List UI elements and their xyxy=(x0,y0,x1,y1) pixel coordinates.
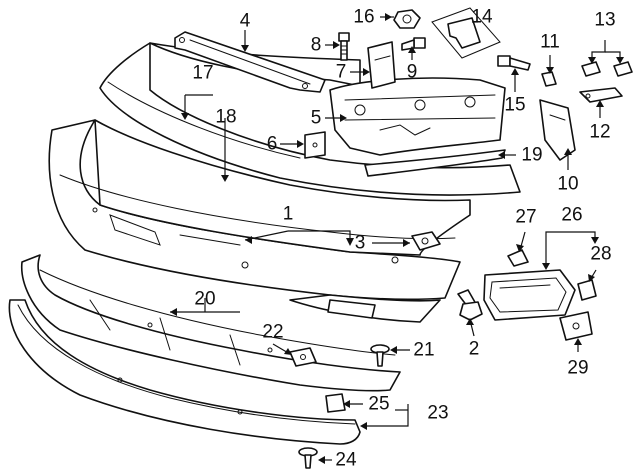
callout-22: 22 xyxy=(262,322,283,343)
callout-3: 3 xyxy=(355,233,366,254)
upper-mounting-bar[interactable] xyxy=(174,31,326,93)
bolt-13b[interactable] xyxy=(613,61,633,77)
clip-25[interactable] xyxy=(325,393,346,413)
callout-1: 1 xyxy=(283,204,294,225)
callout-6: 6 xyxy=(267,134,278,155)
callout-21: 21 xyxy=(413,340,434,361)
clip-28[interactable] xyxy=(577,279,597,301)
callout-20: 20 xyxy=(194,289,215,310)
callout-28: 28 xyxy=(590,244,611,265)
small-bracket[interactable] xyxy=(304,131,326,159)
callout-14: 14 xyxy=(471,7,493,28)
callout-8: 8 xyxy=(311,35,322,56)
fog-lamp[interactable] xyxy=(483,269,576,321)
lower-air-dam[interactable] xyxy=(8,299,361,445)
callout-26: 26 xyxy=(561,205,582,226)
callout-9: 9 xyxy=(407,62,418,83)
callout-7: 7 xyxy=(336,62,347,83)
bracket-29[interactable] xyxy=(559,311,593,341)
callout-4: 4 xyxy=(240,11,251,32)
callout-16: 16 xyxy=(353,7,374,28)
callout-25: 25 xyxy=(368,394,389,415)
retainer-3[interactable] xyxy=(411,231,441,251)
callout-24: 24 xyxy=(335,450,357,471)
bracket-7[interactable] xyxy=(367,41,396,89)
callout-19: 19 xyxy=(521,145,542,166)
callout-2: 2 xyxy=(469,339,480,360)
callout-11: 11 xyxy=(540,32,560,53)
nut-16[interactable] xyxy=(393,9,421,29)
bolt-9[interactable] xyxy=(401,37,426,51)
callout-29: 29 xyxy=(567,358,588,379)
arrowheads xyxy=(170,13,624,464)
push-pin-21[interactable] xyxy=(370,344,390,367)
bolt-27[interactable] xyxy=(507,249,529,267)
bracket-14[interactable] xyxy=(431,7,501,59)
bumper-face-bar[interactable] xyxy=(48,119,471,323)
callout-12: 12 xyxy=(589,122,610,143)
bolt-13a[interactable] xyxy=(581,61,601,77)
retainer-22[interactable] xyxy=(289,347,317,367)
callout-23: 23 xyxy=(427,403,448,424)
callout-13: 13 xyxy=(594,10,615,31)
bolt-8[interactable] xyxy=(338,32,350,61)
callout-15: 15 xyxy=(504,95,525,116)
impact-bar[interactable] xyxy=(329,77,506,156)
push-pin-24[interactable] xyxy=(298,447,318,469)
bolt-15[interactable] xyxy=(497,55,531,71)
callout-5: 5 xyxy=(311,108,322,129)
bolt-2[interactable] xyxy=(457,289,483,321)
callout-27: 27 xyxy=(515,207,536,228)
callout-labels: 1 2 3 4 5 6 7 8 9 10 11 12 13 14 15 16 1… xyxy=(192,7,615,471)
bracket-12[interactable] xyxy=(579,87,623,103)
callout-17: 17 xyxy=(192,63,213,84)
bolt-11[interactable] xyxy=(541,71,557,87)
callout-18: 18 xyxy=(215,107,236,128)
lower-valance[interactable] xyxy=(20,254,401,392)
bracket-10[interactable] xyxy=(539,99,576,161)
callout-10: 10 xyxy=(557,174,578,195)
